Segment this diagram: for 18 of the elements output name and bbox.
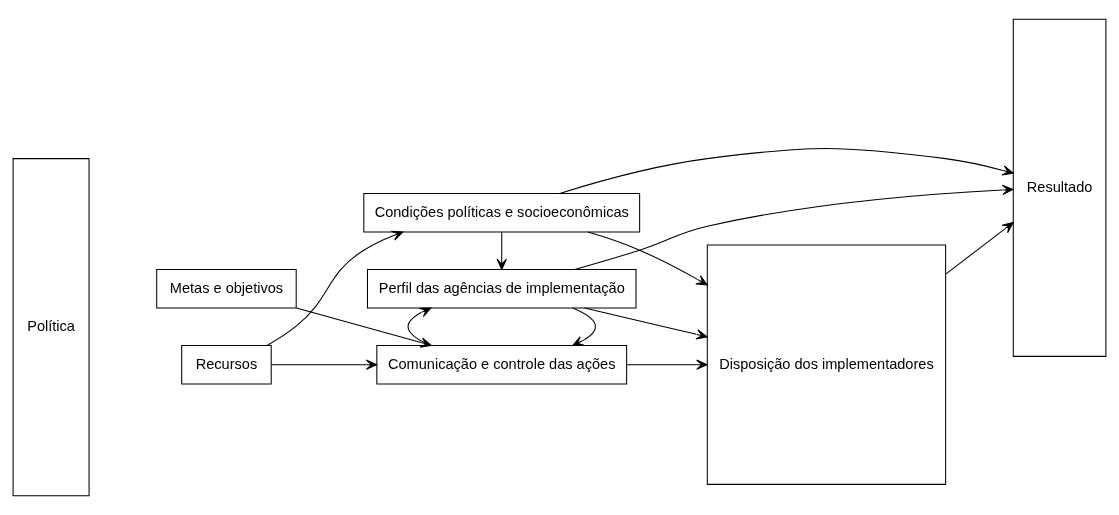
node-box: Recursos xyxy=(181,344,272,385)
node-box: Disposição dos implementadores xyxy=(706,244,947,485)
arrow xyxy=(496,231,507,270)
arrow xyxy=(270,359,378,370)
arrow xyxy=(572,307,596,346)
arrow xyxy=(584,307,708,340)
node-box: Política xyxy=(12,158,90,497)
arrow xyxy=(626,359,708,370)
node-box: Comunicação e controle das ações xyxy=(376,344,628,385)
node-box: Metas e objetivos xyxy=(156,268,297,309)
arrow xyxy=(945,222,1014,275)
node-box: Resultado xyxy=(1012,18,1107,357)
node-box: Condições políticas e socioeconômicas xyxy=(363,192,641,233)
arrow xyxy=(574,184,1014,270)
arrow xyxy=(587,231,708,286)
arrow xyxy=(559,148,1014,194)
node-box: Perfil das agências de implementação xyxy=(366,268,637,309)
arrow xyxy=(266,230,404,346)
